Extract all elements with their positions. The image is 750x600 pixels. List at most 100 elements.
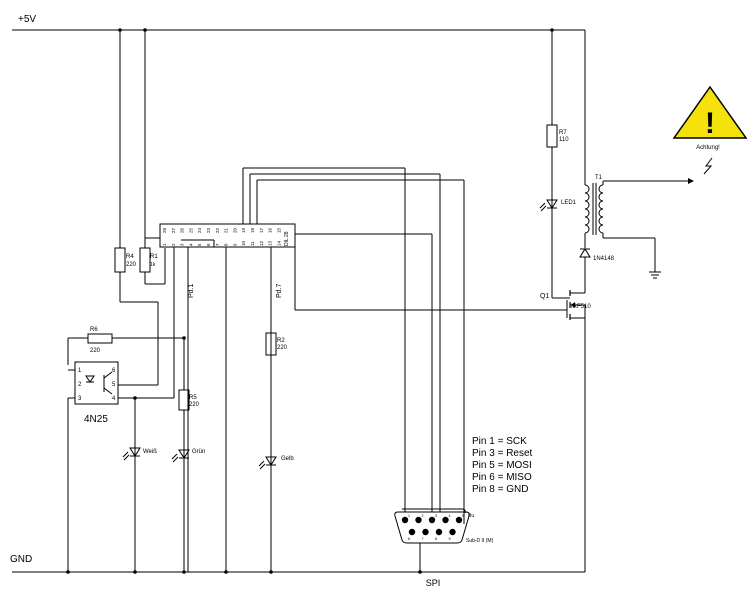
connector-pin-number: 6 (408, 537, 410, 541)
ic-pin-number: 3 (180, 243, 185, 246)
junction (418, 570, 422, 574)
opto-pin: 6 (112, 368, 116, 374)
transformer-t1: T1 (584, 175, 694, 279)
ic-pin-number: 7 (215, 243, 220, 246)
connector-name: SPI (426, 578, 441, 588)
pin-legend-line: Pin 5 = MOSI (472, 460, 532, 471)
led-led1: LED1 (539, 199, 577, 212)
connector-pin (428, 516, 436, 524)
connector-pin (422, 528, 429, 536)
ic-pin-number: 23 (206, 227, 211, 233)
led-gelb-label: Gelb (281, 456, 294, 462)
connector-pin-number: 7 (422, 537, 424, 541)
ic-pin-number: 1 (162, 243, 167, 246)
ic-pin-number: 28 (162, 227, 167, 233)
ic-package-label: DIL 28 (284, 231, 290, 246)
resistor-r5: R5 220 (178, 338, 200, 572)
junction (182, 570, 186, 574)
r7-value: 110 (559, 137, 569, 143)
opto-pin: 3 (78, 396, 82, 402)
connector-pin (401, 516, 409, 524)
r1-name: R1 (150, 254, 158, 260)
pin-legend-line: Pin 8 = GND (472, 484, 528, 495)
ic-pin-number: 8 (224, 243, 229, 246)
connector-pin (435, 528, 443, 536)
ic-pin-number: 9 (232, 243, 237, 246)
r5-name: R5 (189, 395, 197, 401)
led1-label: LED1 (561, 200, 577, 206)
ic-pin-number: 5 (197, 243, 202, 246)
ic-pin-number: 6 (206, 243, 211, 246)
pin-legend-line: Pin 3 = Reset (472, 448, 533, 459)
subd9-connector (394, 508, 470, 544)
connector-pin-number: 9 (449, 537, 451, 541)
r4-name: R4 (126, 254, 134, 260)
connector-pin-number: 4 (449, 514, 451, 518)
connector-pin (449, 528, 456, 536)
ic-pin-number: 16 (268, 227, 273, 233)
opto-name: 4N25 (84, 414, 108, 425)
connector-pin (408, 528, 416, 536)
lightning-icon (703, 157, 713, 175)
resistor-r1: R1 1k (139, 30, 166, 285)
ic-pin-number: 14 (276, 240, 281, 246)
ic-pin-number: 12 (259, 240, 264, 246)
led-weiss-label: Weiß (143, 449, 157, 455)
connector-pin-number: 3 (435, 514, 437, 518)
ic-pin-number: 27 (171, 227, 176, 233)
opto-pin: 2 (78, 382, 82, 388)
junction (66, 570, 70, 574)
ic-pin-number: 19 (241, 227, 246, 233)
net-label-pd1: Pd.1 (188, 283, 195, 298)
t1-label: T1 (595, 175, 603, 181)
diode-label: 1N4148 (593, 256, 615, 262)
opto-pin: 4 (112, 396, 116, 402)
connector-pin-number: 2 (422, 514, 424, 518)
r1-value: 1k (150, 262, 156, 268)
resistor-r6: R6 220 (67, 327, 184, 365)
warning-exclamation: ! (705, 107, 715, 140)
pin-legend-line: Pin 6 = MISO (472, 472, 532, 483)
diode-1n4148: 1N4148 (579, 233, 615, 293)
junction (224, 570, 228, 574)
r5-value: 220 (189, 402, 200, 408)
r7-name: R7 (559, 130, 567, 136)
r6-value: 220 (90, 348, 101, 354)
r6-name: R6 (90, 327, 98, 333)
r2-name: R2 (277, 338, 285, 344)
q1-type: IRF510 (571, 304, 591, 310)
resistor-r2: R2 220 (265, 332, 288, 356)
ic-pin-number: 24 (197, 227, 202, 233)
gnd-label: GND (10, 554, 32, 565)
opto-pin: 1 (78, 368, 82, 374)
ic-pin-number: 25 (188, 227, 193, 233)
connector-pin-number: 8 (435, 537, 437, 541)
ic-pin-number: 11 (250, 241, 255, 246)
junction (133, 396, 137, 400)
pin-legend-line: Pin 1 = SCK (472, 436, 527, 447)
optocoupler-4n25: 1 2 3 4 5 6 4N25 (67, 361, 119, 572)
r4-value: 220 (126, 262, 137, 268)
resistor-r4: R4 220 (114, 30, 159, 386)
led-gelb: Gelb (258, 456, 294, 470)
r2-value: 220 (277, 345, 288, 351)
ic-pin-number: 21 (224, 227, 229, 233)
connector-pin (442, 516, 449, 524)
ic-pin-number: 4 (188, 243, 193, 246)
transistor-q1: Q1 IRF510 (540, 290, 591, 572)
net-label-pd7: Pd.7 (276, 283, 283, 298)
ic-pin-number: 20 (232, 227, 237, 233)
ic-pin-number: 15 (276, 227, 281, 233)
led-weiss: Weiß (122, 398, 157, 572)
opto-pin: 5 (112, 382, 116, 388)
warning-label: Achtung! (696, 145, 720, 151)
resistor-r7: R7 110 (546, 30, 569, 298)
junction (269, 570, 273, 574)
warning-sign: ! Achtung! (672, 85, 748, 175)
ic-pin-number: 10 (241, 240, 246, 246)
